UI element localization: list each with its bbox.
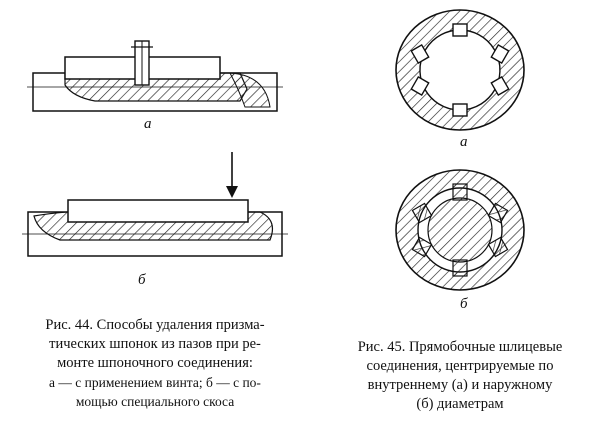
- fig44-caption-line1: Рис. 44. Способы удаления призма-: [45, 317, 265, 333]
- fig44-label-a: а: [144, 116, 152, 132]
- fig45-label-a: а: [460, 134, 468, 150]
- fig45-caption-line1: Рис. 45. Прямобочные шлицевые: [357, 339, 563, 355]
- fig45-caption-line4: (б) диаметрам: [416, 396, 504, 412]
- fig45-diagram-a: [393, 8, 527, 132]
- fig45-diagram-b: [393, 168, 527, 292]
- fig44-caption-line3: монте шпоночного соединения:: [57, 355, 253, 371]
- fig44-caption-sub2: мощью специального скоса: [75, 394, 235, 409]
- fig44-caption: Рис. 44. Способы удаления призма- тическ…: [10, 316, 300, 411]
- fig45-caption: Рис. 45. Прямобочные шлицевые соединения…: [325, 338, 595, 414]
- fig44-caption-line2: тических шпонок из пазов при ре-: [49, 336, 261, 352]
- fig45-label-b: б: [460, 296, 468, 312]
- fig44-diagram-b: [20, 150, 290, 260]
- fig44-caption-sub1: а — с применением винта; б — с по-: [49, 375, 261, 390]
- fig45-caption-line3: внутреннему (а) и наружному: [367, 377, 553, 393]
- fig45-caption-line2: соединения, центрируемые по: [366, 358, 554, 374]
- fig44-label-b: б: [138, 272, 146, 288]
- fig44-diagram-a: [25, 35, 285, 115]
